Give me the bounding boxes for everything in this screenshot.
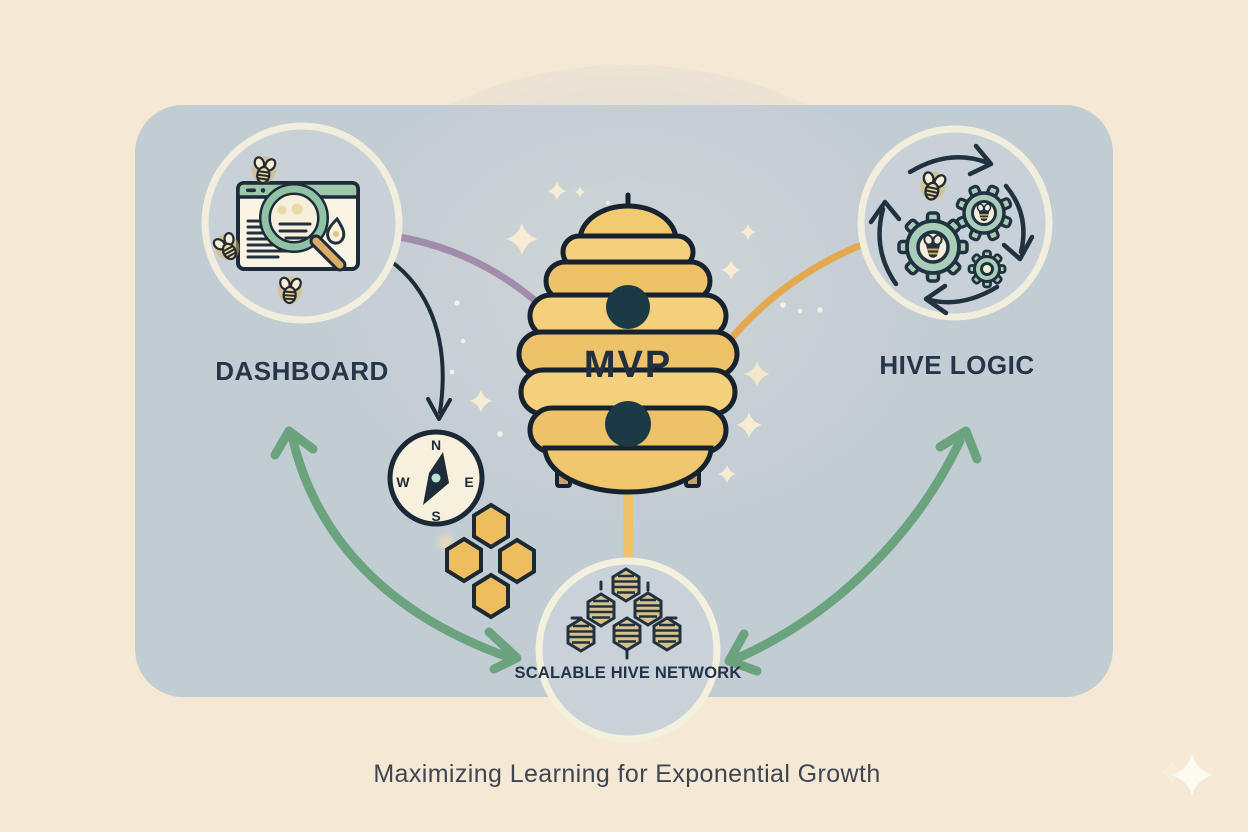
compass-south: S — [431, 508, 440, 524]
network-label: SCALABLE HIVE NETWORK — [515, 664, 742, 682]
hive-logic-node: HIVE LOGIC — [857, 125, 1053, 380]
gears-icon — [897, 184, 1013, 289]
compass-east: E — [464, 474, 473, 490]
caption-text: Maximizing Learning for Exponential Grow… — [373, 760, 880, 788]
arrow-loop-right — [724, 426, 982, 676]
compass-north: N — [431, 437, 441, 453]
mvp-label: MVP — [584, 344, 672, 386]
hive-logic-label: HIVE LOGIC — [879, 350, 1034, 380]
compass-west: W — [396, 474, 410, 490]
dashboard-node: DASHBOARD — [201, 122, 403, 386]
hive-hole-bottom — [605, 401, 651, 447]
cycle-arrows-icon — [868, 143, 1035, 316]
curve-mvp-to-hivelogic — [722, 240, 868, 349]
sparkle-dots — [449, 201, 823, 437]
compass-icon: N W E S — [387, 429, 485, 527]
beehive-icon — [516, 192, 740, 495]
mvp-beehive-node: MVP — [516, 192, 740, 495]
magnifier-icon — [259, 183, 347, 272]
network-node: SCALABLE HIVE NETWORK — [515, 557, 742, 743]
honey-drop-icon — [326, 216, 346, 245]
dashboard-icon — [208, 153, 360, 306]
curve-mvp-to-dashboard — [395, 233, 552, 316]
hive-hole-top — [606, 285, 650, 329]
hive-network-icon — [566, 567, 682, 660]
arrow-loop-left — [270, 426, 522, 674]
dashboard-label: DASHBOARD — [215, 356, 389, 386]
compass-pivot — [431, 473, 441, 483]
